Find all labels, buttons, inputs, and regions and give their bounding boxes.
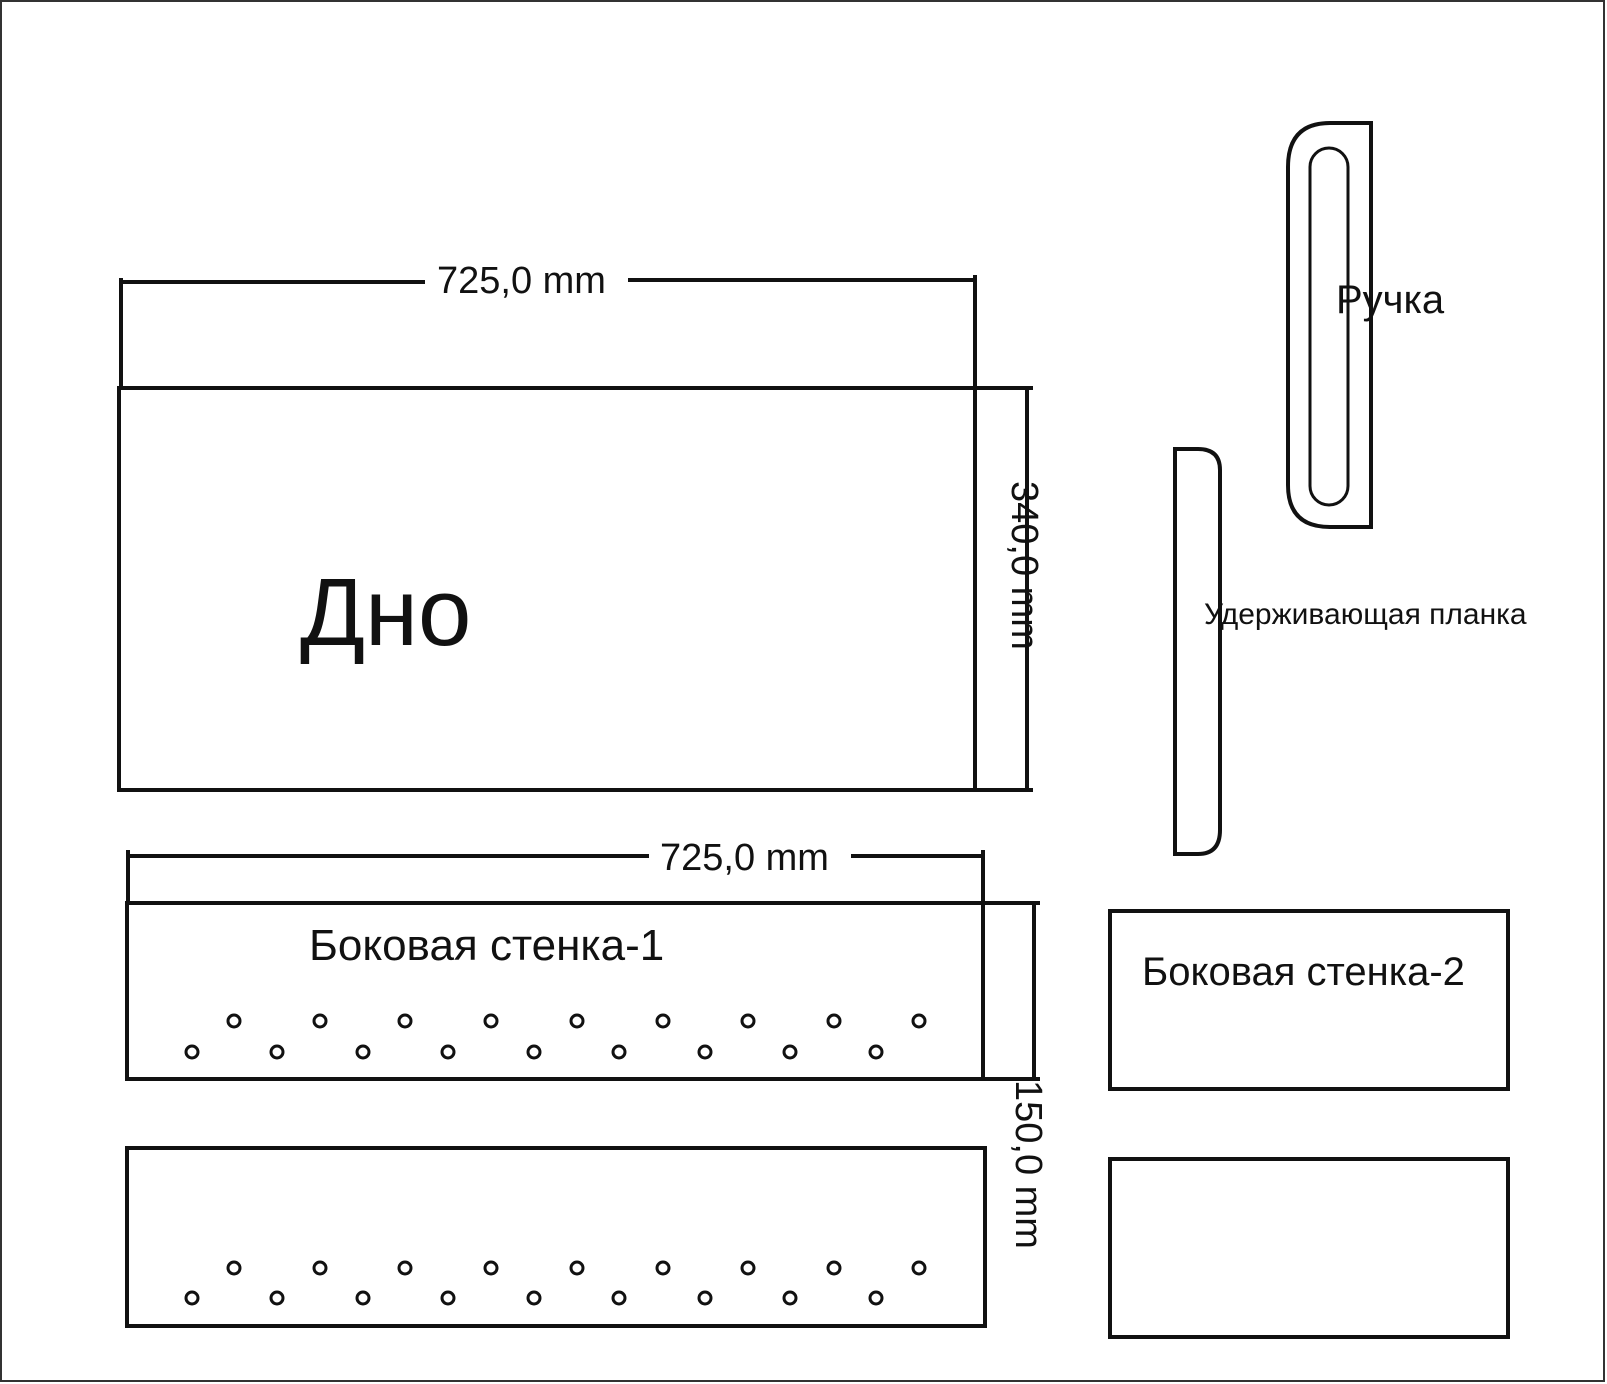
drill-hole xyxy=(655,1260,671,1276)
handle: Ручка xyxy=(1286,121,1445,529)
drill-hole xyxy=(184,1290,200,1306)
side-wall-1: Боковая стенка-1 xyxy=(125,901,985,1081)
side-width-dimension: 725,0 mm xyxy=(126,837,985,903)
side-wall-2-label: Боковая стенка-2 xyxy=(1142,950,1465,994)
side-wall-2: Боковая стенка-2 xyxy=(1108,909,1510,1091)
drill-hole xyxy=(655,1013,671,1029)
bottom-panel-outline xyxy=(117,386,977,792)
drill-hole xyxy=(569,1260,585,1276)
drill-hole xyxy=(911,1260,927,1276)
drill-hole xyxy=(868,1290,884,1306)
drill-hole xyxy=(740,1260,756,1276)
drill-hole xyxy=(611,1044,627,1060)
drill-hole xyxy=(526,1290,542,1306)
drill-hole xyxy=(782,1290,798,1306)
handle-slot xyxy=(1308,146,1350,507)
side-wall-2-outline xyxy=(1108,909,1510,1091)
side-wall-1-label: Боковая стенка-1 xyxy=(309,921,664,970)
drill-hole xyxy=(697,1044,713,1060)
drill-hole xyxy=(697,1290,713,1306)
bottom-panel-label: Дно xyxy=(300,559,471,666)
drill-hole xyxy=(440,1044,456,1060)
drill-hole xyxy=(440,1290,456,1306)
drill-hole xyxy=(526,1044,542,1060)
side-width-label: 725,0 mm xyxy=(660,837,829,879)
bottom-width-dimension: 725,0 mm xyxy=(119,260,977,388)
drill-hole xyxy=(312,1013,328,1029)
bottom-height-dimension: 340,0 mm xyxy=(975,386,1045,792)
retaining-strip-label: Удерживающая планка xyxy=(1204,598,1527,631)
drill-hole xyxy=(611,1290,627,1306)
drill-hole xyxy=(868,1044,884,1060)
drill-hole xyxy=(397,1013,413,1029)
side-height-dimension: 150,0 mm xyxy=(983,901,1049,1249)
side-wall-2-copy xyxy=(1108,1157,1510,1339)
side-wall-1-copy-outline xyxy=(125,1146,987,1328)
drill-hole xyxy=(826,1260,842,1276)
drill-hole xyxy=(355,1290,371,1306)
drill-hole xyxy=(226,1260,242,1276)
drill-hole xyxy=(184,1044,200,1060)
bottom-panel: Дно xyxy=(117,386,977,792)
side-wall-2-copy-outline xyxy=(1108,1157,1510,1339)
retaining-strip-outline xyxy=(1173,447,1222,856)
drill-hole xyxy=(569,1013,585,1029)
side-wall-1-copy xyxy=(125,1146,987,1328)
drill-hole xyxy=(312,1260,328,1276)
drill-hole xyxy=(226,1013,242,1029)
drill-hole xyxy=(355,1044,371,1060)
handle-outline xyxy=(1286,121,1373,529)
side-wall-1-holes xyxy=(184,1013,927,1060)
drill-hole xyxy=(826,1013,842,1029)
bottom-width-label: 725,0 mm xyxy=(437,260,606,302)
drill-hole xyxy=(740,1013,756,1029)
drill-hole xyxy=(269,1044,285,1060)
drill-hole xyxy=(782,1044,798,1060)
drill-hole xyxy=(911,1013,927,1029)
side-height-label: 150,0 mm xyxy=(1007,1080,1049,1249)
side-wall-1-copy-holes xyxy=(184,1260,927,1306)
drill-hole xyxy=(483,1013,499,1029)
retaining-strip: Удерживающая планка xyxy=(1173,447,1527,856)
drill-hole xyxy=(397,1260,413,1276)
drill-hole xyxy=(483,1260,499,1276)
handle-label: Ручка xyxy=(1336,278,1445,322)
drill-hole xyxy=(269,1290,285,1306)
bottom-height-label: 340,0 mm xyxy=(1003,481,1045,650)
